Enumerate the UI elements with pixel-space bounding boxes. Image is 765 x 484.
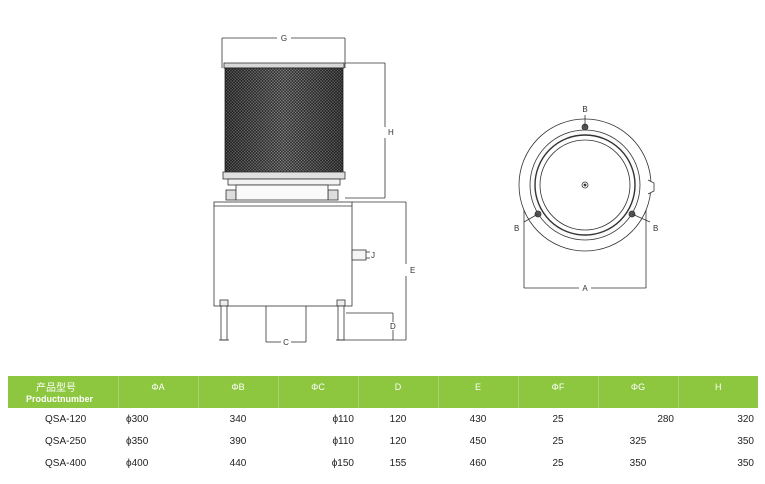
header-col-d: D: [358, 376, 439, 408]
cell-f: 25: [552, 457, 564, 469]
label-b-left: B: [514, 224, 519, 233]
header-col-a: ΦA: [118, 376, 199, 408]
cell-e: 450: [469, 435, 487, 447]
header-model-cn: 产品型号: [36, 383, 76, 394]
header-col-h: H: [715, 382, 722, 392]
dimension-c: [265, 306, 307, 343]
cell-e: 430: [469, 413, 487, 425]
cell-model: QSA-250: [45, 435, 87, 447]
filter-cartridge: [224, 67, 344, 173]
table-row: QSA-120 ϕ300 340 ϕ110 120 430 25 280 320: [8, 408, 758, 430]
cell-b: 440: [229, 457, 247, 469]
label-a: A: [582, 284, 588, 293]
technical-drawing: G H J: [213, 34, 658, 347]
svg-text:J: J: [371, 251, 375, 260]
table-header-row: 产品型号 Productnumber ΦA ΦB ΦC D E ΦF ΦG H: [8, 376, 758, 408]
cell-a: ϕ300: [126, 413, 149, 425]
header-col-f: ΦF: [518, 376, 599, 408]
cell-e: 460: [469, 457, 487, 469]
table-row: QSA-400 ϕ400 440 ϕ150 155 460 25 350 350: [8, 452, 758, 474]
cell-c: ϕ110: [332, 413, 354, 425]
cell-g: 325: [629, 435, 647, 447]
cell-model: QSA-120: [45, 413, 87, 425]
cell-model: QSA-400: [45, 457, 87, 469]
label-d: D: [390, 322, 396, 331]
cell-g: 280: [657, 413, 674, 425]
cell-f: 25: [552, 413, 564, 425]
label-g: G: [281, 34, 287, 43]
header-col-b: ΦB: [198, 376, 279, 408]
label-c: C: [283, 338, 289, 347]
table-row: QSA-250 ϕ350 390 ϕ110 120 450 25 325 350: [8, 430, 758, 452]
cell-d: 120: [389, 413, 407, 425]
header-col-c: ΦC: [278, 376, 359, 408]
label-h: H: [388, 128, 394, 137]
header-col-g: ΦG: [598, 376, 679, 408]
cell-c: ϕ150: [331, 457, 354, 469]
cell-h: 350: [737, 435, 754, 447]
cell-d: 155: [389, 457, 407, 469]
spec-table: 产品型号 Productnumber ΦA ΦB ΦC D E ΦF ΦG H …: [8, 376, 758, 474]
tank-body: [213, 201, 353, 307]
cell-h: 350: [737, 457, 754, 469]
label-b-right: B: [653, 224, 658, 233]
cell-b: 340: [229, 413, 247, 425]
dimension-a: [523, 210, 647, 289]
cell-b: 390: [229, 435, 247, 447]
cell-c: ϕ110: [332, 435, 354, 447]
side-view: G H J: [213, 34, 415, 347]
cell-h: 320: [737, 413, 754, 425]
label-e: E: [410, 266, 415, 275]
cell-f: 25: [552, 435, 564, 447]
cell-g: 350: [629, 457, 647, 469]
header-model: 产品型号 Productnumber: [8, 376, 119, 408]
dimension-h: [345, 62, 386, 199]
label-b-top: B: [582, 105, 587, 114]
legs: [219, 299, 346, 341]
header-model-en: Productnumber: [26, 394, 94, 404]
cell-a: ϕ400: [126, 457, 149, 469]
header-col-e: E: [438, 376, 519, 408]
dimension-d: [346, 312, 394, 340]
dimension-e: [346, 201, 407, 341]
cell-a: ϕ350: [126, 435, 149, 447]
cell-d: 120: [389, 435, 407, 447]
top-view: [518, 115, 655, 289]
